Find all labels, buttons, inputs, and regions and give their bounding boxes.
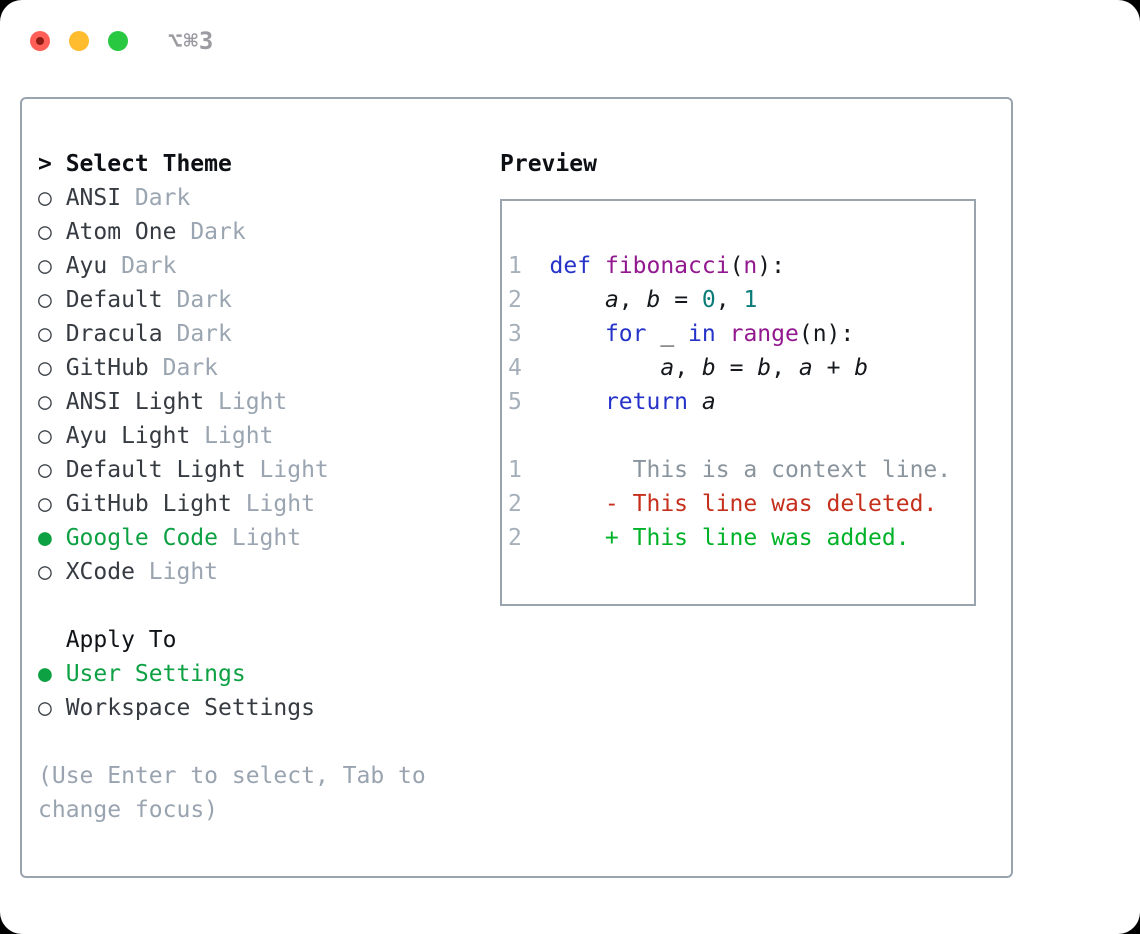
theme-variant: Dark	[176, 287, 232, 313]
theme-option-google-code-light-selected[interactable]: ● Google Code Light	[38, 521, 426, 555]
radio-icon: ○	[38, 695, 52, 721]
preview-title: Preview	[500, 151, 597, 177]
radio-icon: ○	[38, 423, 52, 449]
apply-option-label: User Settings	[65, 661, 246, 687]
theme-name: Ayu Light	[65, 423, 191, 449]
theme-option-default-light[interactable]: ○ Default Light Light	[38, 453, 426, 487]
close-button-icon[interactable]	[30, 31, 50, 51]
deleted-line-text: - This line was deleted.	[549, 491, 938, 517]
theme-name: Default Light	[65, 457, 246, 483]
theme-name: Atom One	[65, 219, 177, 245]
theme-variant: Dark	[121, 253, 177, 279]
theme-option-github-dark[interactable]: ○ GitHub Dark	[38, 351, 426, 385]
theme-option-github-light[interactable]: ○ GitHub Light Light	[38, 487, 426, 521]
radio-icon: ○	[38, 185, 52, 211]
theme-variant: Dark	[162, 355, 219, 381]
apply-option-label: Workspace Settings	[65, 695, 315, 721]
code-line: 4 a, b = b, a + b	[508, 355, 869, 381]
title-bar: ⌥⌘3	[30, 27, 214, 55]
theme-name: GitHub	[65, 355, 149, 381]
theme-option-default-dark[interactable]: ○ Default Dark	[38, 283, 426, 317]
theme-option-ansi-light[interactable]: ○ ANSI Light Light	[38, 385, 426, 419]
diff-line-context: 1 This is a context line.	[508, 453, 974, 487]
select-theme-title: Select Theme	[65, 151, 232, 177]
line-number: 1	[508, 253, 522, 279]
theme-option-xcode-light[interactable]: ○ XCode Light	[38, 555, 426, 589]
radio-icon: ○	[38, 389, 52, 415]
theme-name: GitHub Light	[65, 491, 232, 517]
line-number: 2	[508, 525, 522, 551]
zoom-button-icon[interactable]	[108, 31, 128, 51]
line-number: 2	[508, 287, 522, 313]
theme-name: Dracula	[65, 321, 163, 347]
theme-variant: Light	[259, 457, 329, 483]
theme-name: ANSI Light	[65, 389, 205, 415]
theme-option-ayu-dark[interactable]: ○ Ayu Dark	[38, 249, 426, 283]
radio-icon: ○	[38, 219, 52, 245]
radio-icon: ○	[38, 457, 52, 483]
apply-option-user-settings-selected[interactable]: ● User Settings	[38, 657, 426, 691]
theme-name: Google Code	[65, 525, 219, 551]
line-number: 2	[508, 491, 522, 517]
code-line: 5 return a	[508, 389, 716, 415]
theme-option-atom-one-dark[interactable]: ○ Atom One Dark	[38, 215, 426, 249]
diff-line-deleted: 2 - This line was deleted.	[508, 487, 974, 521]
theme-variant: Dark	[190, 219, 246, 245]
radio-icon: ○	[38, 287, 52, 313]
theme-variant: Light	[245, 491, 315, 517]
theme-variant: Dark	[176, 321, 232, 347]
minimize-button-icon[interactable]	[69, 31, 89, 51]
theme-name: Default	[65, 287, 163, 313]
theme-name: XCode	[65, 559, 135, 585]
line-number: 3	[508, 321, 522, 347]
theme-name: Ayu	[65, 253, 108, 279]
radio-selected-icon: ●	[38, 525, 52, 551]
theme-option-dracula-dark[interactable]: ○ Dracula Dark	[38, 317, 426, 351]
hint-text-line-1: (Use Enter to select, Tab to	[38, 763, 426, 789]
theme-variant: Light	[204, 423, 274, 449]
line-number: 4	[508, 355, 522, 381]
theme-option-ansi-dark[interactable]: ○ ANSI Dark	[38, 181, 426, 215]
theme-name: ANSI	[65, 185, 122, 211]
diff-line-added: 2 + This line was added.	[508, 521, 974, 555]
theme-variant: Light	[148, 559, 219, 585]
radio-icon: ○	[38, 355, 52, 381]
line-number: 5	[508, 389, 522, 415]
apply-to-header: Apply To	[38, 623, 426, 657]
blank-row	[508, 419, 974, 453]
blank-row	[38, 589, 426, 623]
added-line-text: + This line was added.	[549, 525, 910, 551]
radio-icon: ○	[38, 321, 52, 347]
code-line: 2 a, b = 0, 1	[508, 287, 758, 313]
radio-icon: ○	[38, 559, 52, 585]
theme-variant: Light	[218, 389, 288, 415]
window-title: ⌥⌘3	[168, 27, 215, 55]
apply-to-title: Apply To	[65, 627, 177, 653]
theme-option-ayu-light[interactable]: ○ Ayu Light Light	[38, 419, 426, 453]
code-line: 3 for _ in range(n):	[508, 321, 855, 347]
cursor-marker-icon: >	[38, 151, 52, 177]
radio-icon: ○	[38, 253, 52, 279]
theme-variant: Light	[231, 525, 302, 551]
apply-option-workspace-settings[interactable]: ○ Workspace Settings	[38, 691, 426, 725]
context-line-text: This is a context line.	[549, 457, 952, 483]
select-theme-header: > Select Theme	[38, 147, 426, 181]
blank-row	[38, 725, 426, 759]
theme-variant: Dark	[134, 185, 191, 211]
line-number: 1	[508, 457, 522, 483]
hint-text-line-2: change focus)	[38, 797, 219, 823]
radio-selected-icon: ●	[38, 661, 52, 687]
radio-icon: ○	[38, 491, 52, 517]
